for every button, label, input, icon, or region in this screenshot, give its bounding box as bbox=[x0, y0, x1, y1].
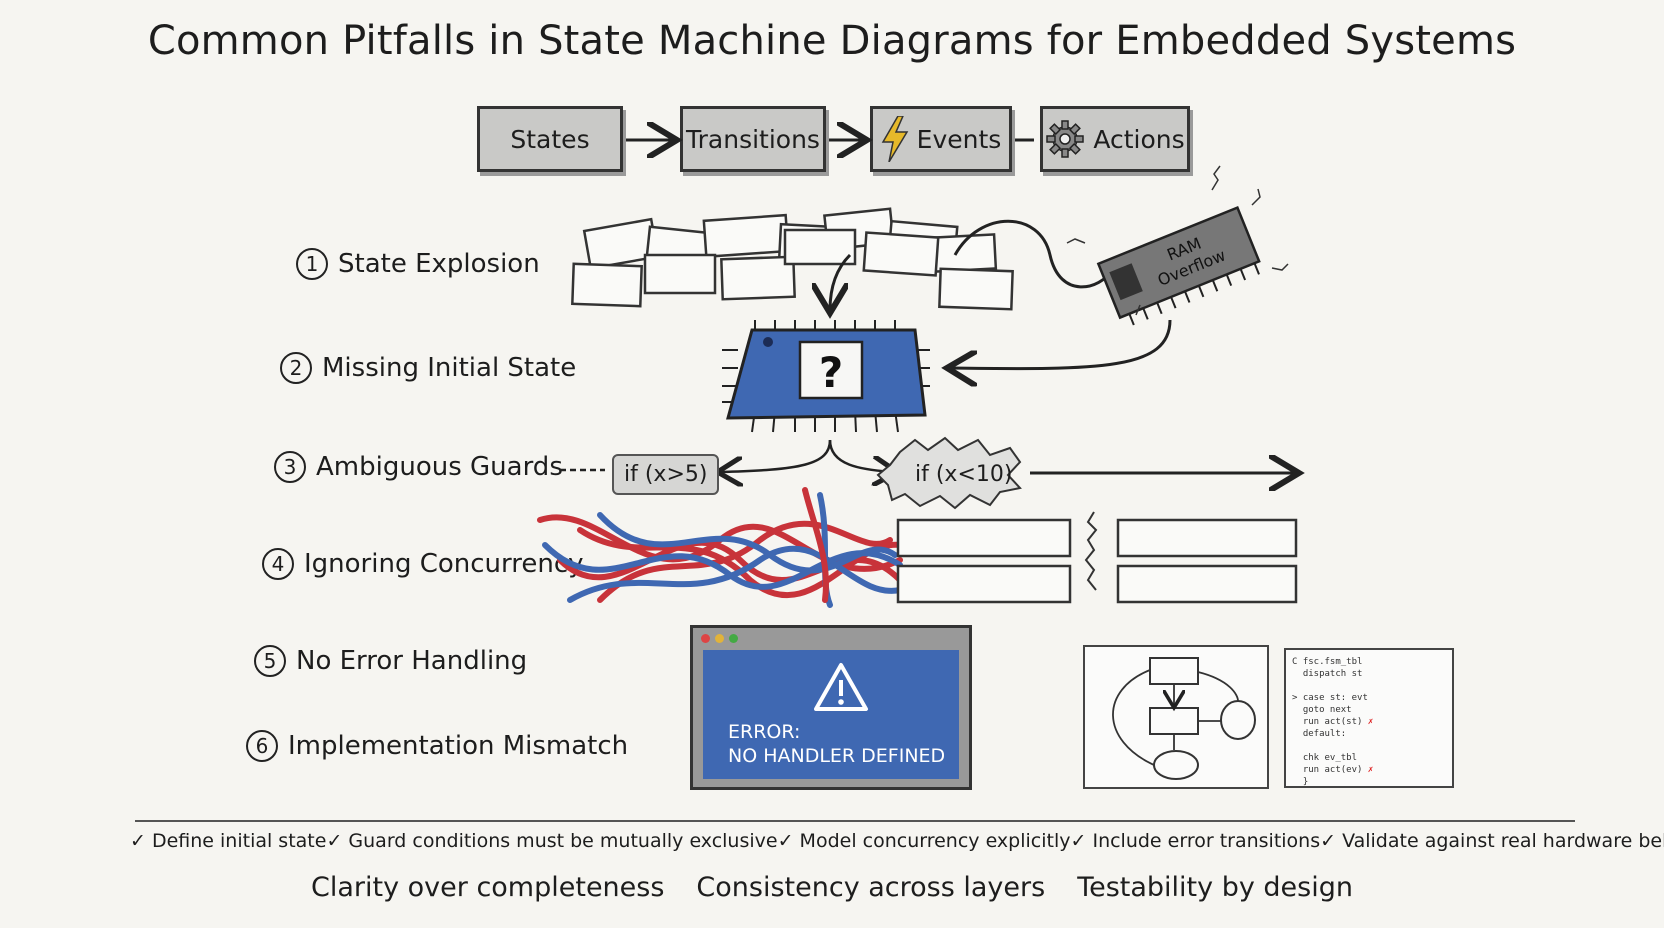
pitfall-1: 1 State Explosion bbox=[296, 248, 540, 280]
divider bbox=[135, 820, 1575, 822]
principle: Clarity over completeness bbox=[311, 872, 665, 903]
window-close-dot bbox=[701, 634, 710, 643]
flow-label-transitions: Transitions bbox=[686, 124, 820, 154]
page-title: Common Pitfalls in State Machine Diagram… bbox=[147, 18, 1517, 64]
pitfall-6: 6 Implementation Mismatch bbox=[246, 730, 628, 762]
concurrent-region-boxes bbox=[896, 518, 1298, 604]
flow-label-events: Events bbox=[916, 124, 1002, 154]
flow-label-states: States bbox=[510, 124, 590, 154]
window-minimize-dot bbox=[715, 634, 724, 643]
warning-icon bbox=[814, 663, 868, 711]
state-diagram-sketch bbox=[1083, 645, 1269, 789]
flow-label-actions: Actions bbox=[1093, 124, 1185, 154]
pitfall-2: 2 Missing Initial State bbox=[280, 352, 576, 384]
error-window: ERROR: NO HANDLER DEFINED bbox=[690, 625, 972, 790]
guard-right: if (x<10) bbox=[915, 462, 1013, 487]
pitfall-label: No Error Handling bbox=[296, 646, 528, 676]
pitfall-3: 3 Ambiguous Guards bbox=[274, 451, 563, 483]
checklist: ✓ Define initial state ✓ Guard condition… bbox=[130, 830, 1664, 852]
check-item: ✓ Define initial state bbox=[130, 830, 327, 852]
pitfall-4: 4 Ignoring Concurrency bbox=[262, 548, 584, 580]
pitfall-label: Missing Initial State bbox=[322, 353, 577, 383]
guard-left: if (x>5) bbox=[612, 454, 720, 495]
check-item: ✓ Include error transitions bbox=[1070, 830, 1321, 852]
mcu-question-mark: ? bbox=[819, 348, 843, 397]
pitfall-label: State Explosion bbox=[338, 249, 540, 279]
flow-box-states: States bbox=[477, 106, 623, 172]
concurrency-break-marks bbox=[1084, 511, 1098, 591]
flow-box-transitions: Transitions bbox=[680, 106, 826, 172]
pitfall-number: 4 bbox=[262, 548, 294, 580]
error-message: ERROR: NO HANDLER DEFINED bbox=[728, 720, 945, 768]
principle: Testability by design bbox=[1077, 872, 1353, 903]
pitfall-label: Implementation Mismatch bbox=[288, 731, 629, 761]
gear-icon bbox=[1046, 120, 1085, 158]
flow-box-actions: Actions bbox=[1040, 106, 1190, 172]
pitfall-number: 6 bbox=[246, 730, 278, 762]
error-line1: ERROR: bbox=[728, 721, 801, 743]
pitfall-number: 5 bbox=[254, 645, 286, 677]
pitfall-number: 1 bbox=[296, 248, 328, 280]
pitfall-number: 2 bbox=[280, 352, 312, 384]
error-screen bbox=[703, 650, 959, 779]
principles: Clarity over completeness Consistency ac… bbox=[0, 872, 1664, 903]
ram-overflow-chip: RAM Overflow bbox=[1096, 205, 1261, 326]
overheat-marks bbox=[1066, 165, 1289, 316]
pitfall-label: Ignoring Concurrency bbox=[304, 549, 584, 579]
lightning-icon bbox=[881, 116, 908, 162]
code-listing-sketch: C fsc.fsm_tbl dispatch st > case st: evt… bbox=[1284, 648, 1454, 788]
mcu-chip: ? bbox=[722, 320, 930, 433]
pitfall-number: 3 bbox=[274, 451, 306, 483]
tangled-wires bbox=[537, 487, 903, 608]
pitfall-5: 5 No Error Handling bbox=[254, 645, 527, 677]
error-line2: NO HANDLER DEFINED bbox=[728, 745, 946, 767]
state-explosion-boxes bbox=[571, 207, 1014, 311]
check-item: ✓ Validate against real hardware behavio… bbox=[1320, 830, 1664, 852]
check-item: ✓ Model concurrency explicitly bbox=[777, 830, 1071, 852]
check-item: ✓ Guard conditions must be mutually excl… bbox=[326, 830, 778, 852]
window-maximize-dot bbox=[729, 634, 738, 643]
principle: Consistency across layers bbox=[696, 872, 1046, 903]
guard-conflict-burst bbox=[876, 436, 1022, 510]
pitfall-label: Ambiguous Guards bbox=[316, 452, 563, 482]
